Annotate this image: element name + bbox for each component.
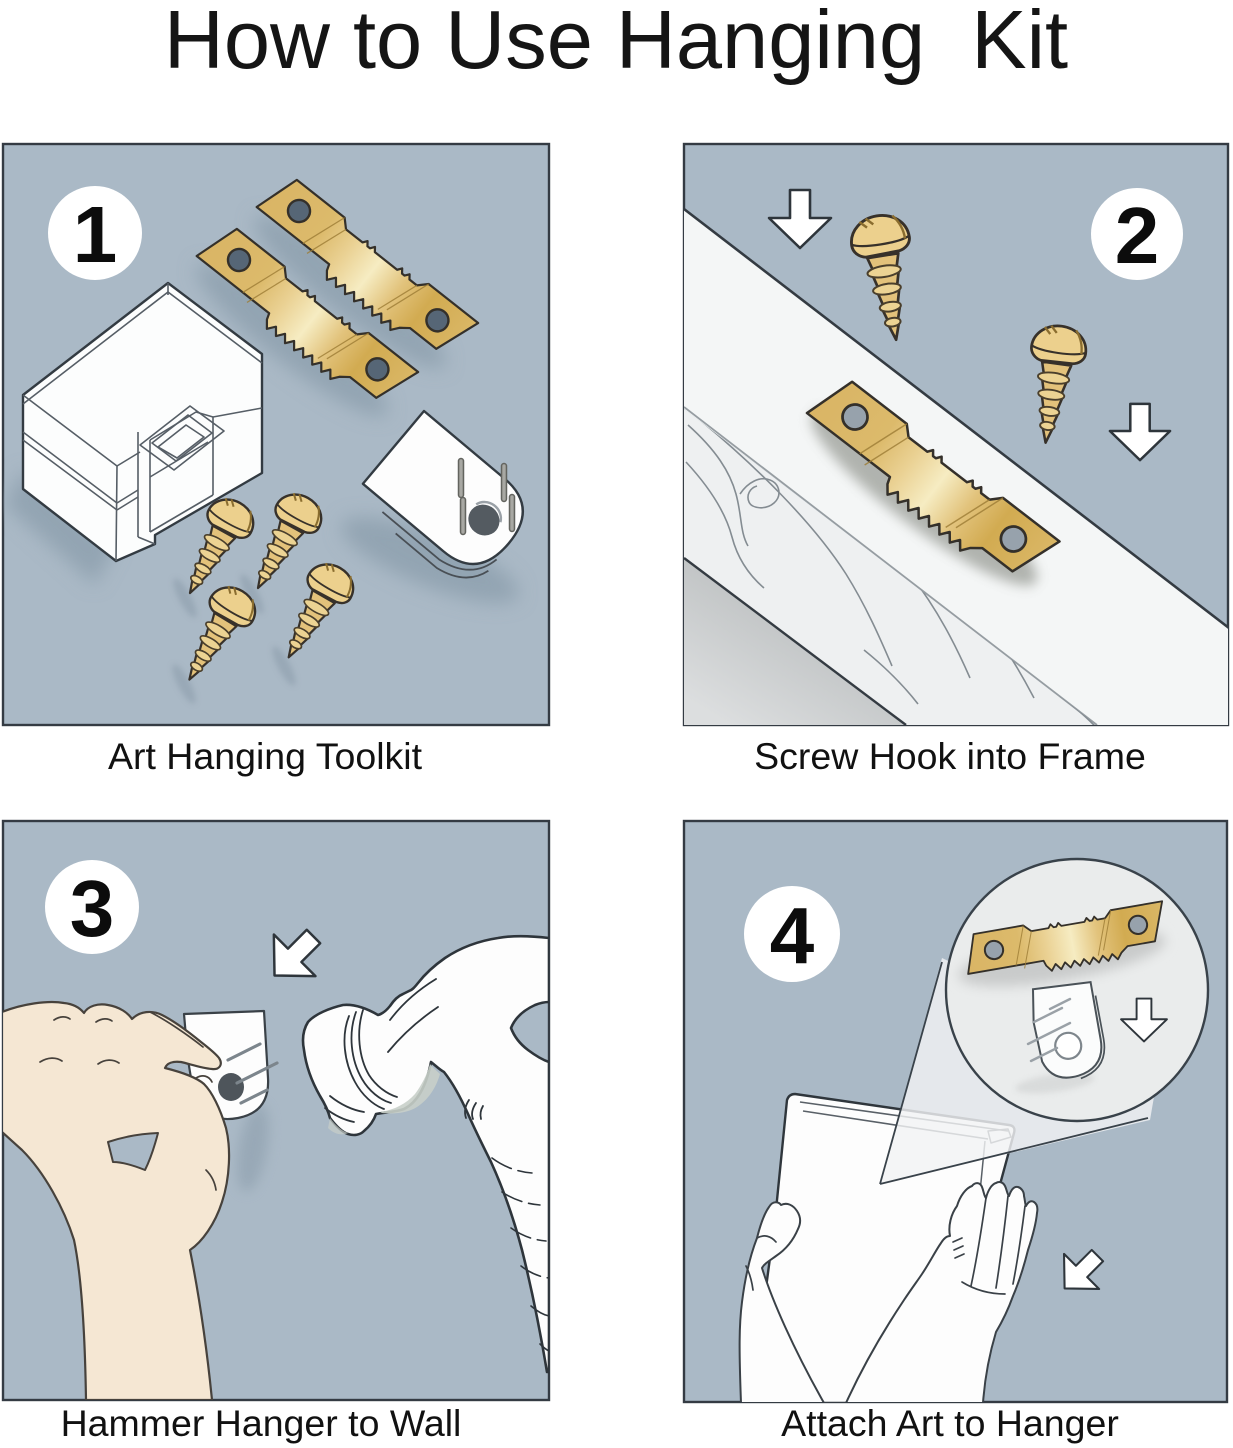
svg-text:4: 4: [770, 891, 815, 980]
svg-text:Attach Art to Hanger: Attach Art to Hanger: [781, 1402, 1119, 1444]
svg-text:Hammer Hanger to Wall: Hammer Hanger to Wall: [61, 1402, 462, 1444]
svg-text:3: 3: [70, 864, 115, 953]
svg-text:2: 2: [1115, 191, 1160, 280]
svg-text:How to Use Hanging Kit: How to Use Hanging Kit: [164, 0, 1068, 86]
svg-text:Screw Hook into Frame: Screw Hook into Frame: [754, 735, 1146, 777]
svg-text:Art Hanging Toolkit: Art Hanging Toolkit: [108, 735, 423, 777]
svg-text:1: 1: [73, 190, 118, 279]
